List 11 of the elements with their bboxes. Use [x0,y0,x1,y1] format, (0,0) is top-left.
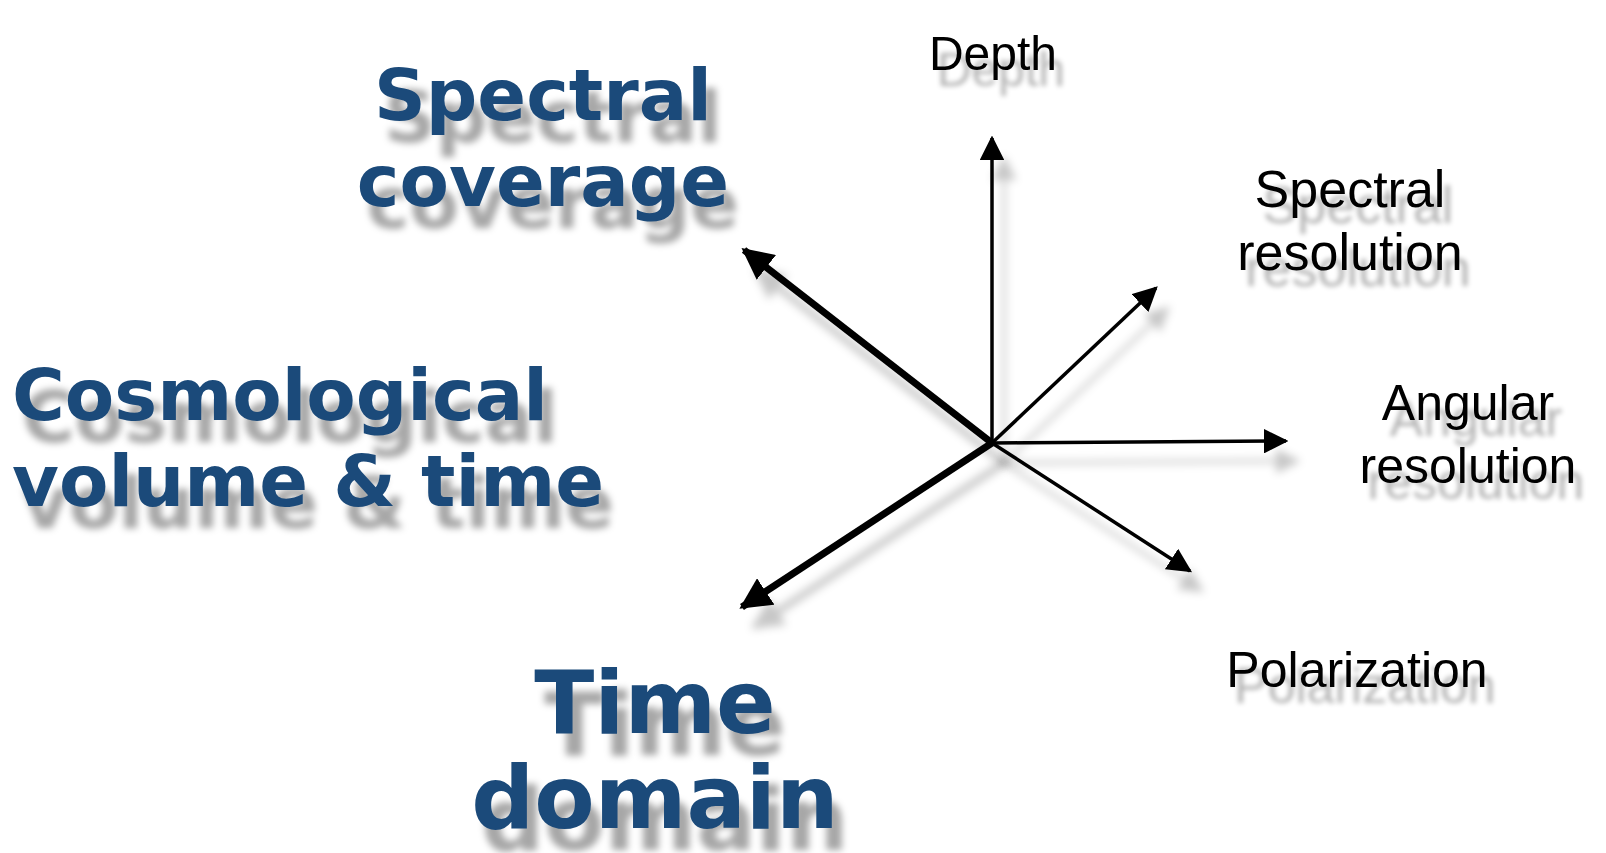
axis-label: Polarization [1187,640,1527,700]
arrow [739,440,994,610]
arrow [992,428,1289,454]
arrow [990,286,1158,445]
axis-label: Spectral coverage [303,52,783,225]
arrow [991,441,1193,573]
axis-label: Depth [893,28,1093,81]
axis-label: Time domain [440,655,870,846]
heading-text: Cosmological volume & time [12,352,606,525]
axis-label: Angular resolution [1330,372,1606,497]
axis-label: Spectral resolution [1150,158,1550,285]
